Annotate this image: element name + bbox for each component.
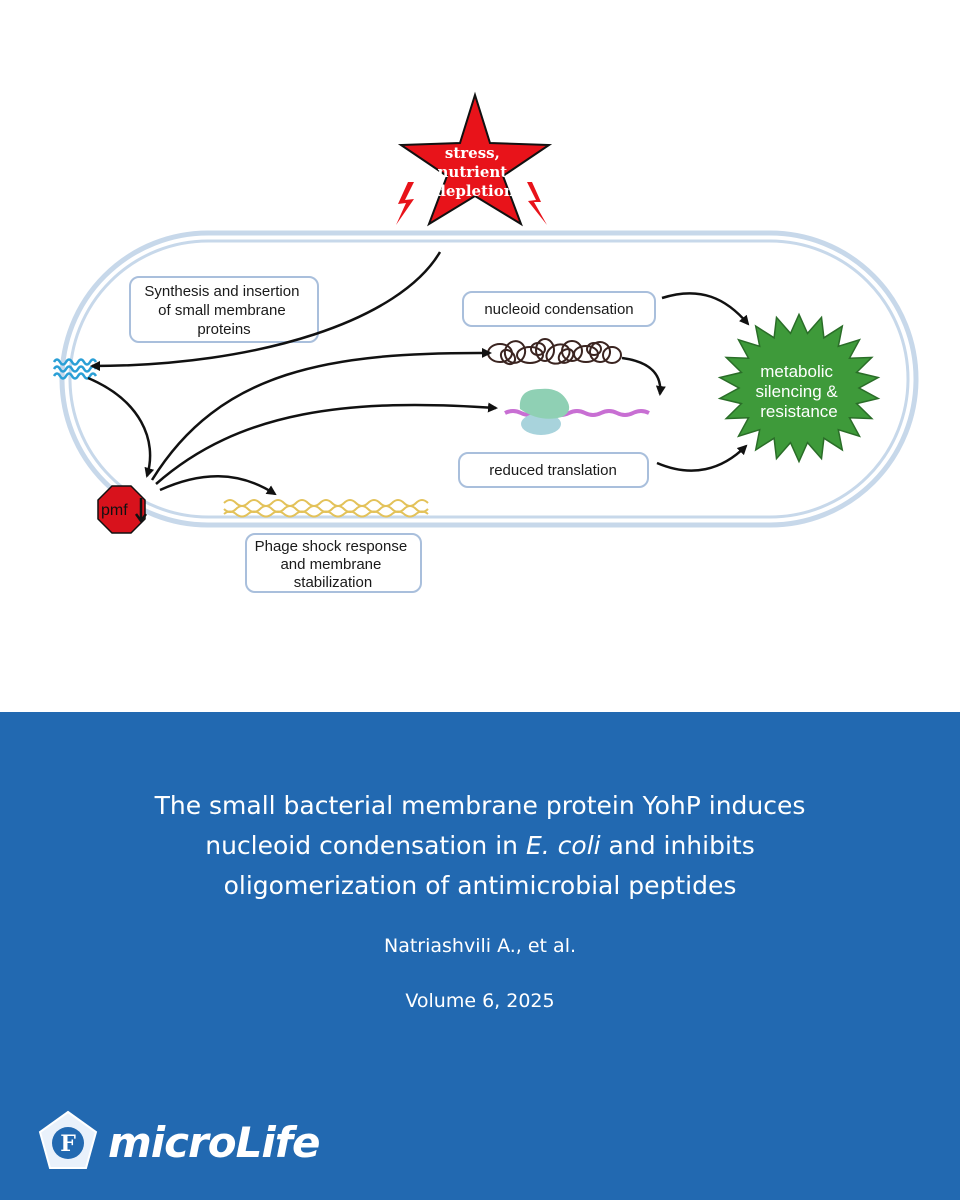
- nucleoid-label: nucleoid condensation: [484, 301, 633, 318]
- arrow-pmf-to-nucleoid: [150, 347, 492, 481]
- arrow-nucleoid-box-to-outcome: [661, 292, 750, 326]
- title-line2-pre: nucleoid condensation in: [205, 831, 526, 860]
- stress-label-line2: nutrient: [438, 163, 508, 181]
- stress-star: stress, nutrient depletion: [397, 91, 553, 227]
- article-banner: [0, 712, 960, 1200]
- arrow-pmf-to-ribosome: [155, 402, 498, 485]
- synthesis-box: [129, 276, 319, 343]
- synthesis-label-line3: proteins: [197, 321, 250, 338]
- article-authors: Natriashvili A., et al.: [383, 935, 577, 957]
- arrow-translation-to-outcome: [656, 444, 748, 472]
- title-line3: oligomerization of antimicrobial peptide…: [223, 871, 737, 900]
- lightning-right-icon: [527, 182, 547, 225]
- arrow-stress-to-synthesis: [90, 251, 442, 371]
- svg-text:Phage shock response and m: Phage shock response and membrane stabil…: [255, 538, 412, 591]
- title-species: E. coli: [525, 831, 601, 860]
- outcome-label-line1: metabolic: [760, 362, 833, 381]
- translation-box: [458, 452, 649, 488]
- svg-text:Synthesis and insertion of: Synthesis and insertion of small membran…: [144, 283, 303, 338]
- lightning-left-icon: [396, 182, 414, 225]
- title-line2-post: and inhibits: [600, 831, 755, 860]
- arrow-pmf-to-fibers: [159, 475, 277, 496]
- stress-label-line3: depletion: [435, 182, 514, 200]
- synthesis-label-line2: of small membrane: [158, 302, 286, 319]
- pmf-label: pmf: [101, 502, 128, 519]
- outcome-label-line2: silencing &: [756, 382, 839, 401]
- small-protein-icon: [52, 358, 98, 380]
- pmf-octagon: pmf: [97, 485, 148, 534]
- article-volume: Volume 6, 2025: [405, 990, 555, 1012]
- microlife-logo: F microLife: [36, 1108, 456, 1178]
- outcome-label-line3: resistance: [760, 402, 837, 421]
- stress-label-line1: stress,: [445, 144, 500, 162]
- membrane-fibers-icon: [223, 499, 429, 518]
- phage-label-line2: and membrane: [280, 556, 381, 573]
- nucleoid-box: [462, 291, 656, 327]
- outcome-starburst: metabolic silencing & resistance: [717, 312, 881, 464]
- journal-emblem-icon: F: [38, 1110, 98, 1169]
- phage-label-line1: Phage shock response: [255, 538, 408, 555]
- down-arrow-icon: [134, 498, 148, 524]
- title-line1: The small bacterial membrane protein Yoh…: [154, 791, 806, 820]
- svg-text:metabolic silencing &: metabolic silencing & resistance: [756, 362, 843, 421]
- graphical-abstract: stress, nutrient depletion Synthesis and…: [52, 91, 919, 593]
- phage-box: [245, 533, 422, 593]
- journal-name: microLife: [108, 1118, 321, 1167]
- translation-label: reduced translation: [489, 462, 617, 479]
- nucleoid-dna-icon: [487, 338, 622, 366]
- phage-label-line3: stabilization: [294, 574, 372, 591]
- svg-text:stress, nutrient d: stress, nutrient depletion: [435, 144, 514, 200]
- diagram-svg: stress, nutrient depletion Synthesis and…: [52, 91, 919, 593]
- cell-membrane-inner: [68, 239, 910, 519]
- logo-letter: F: [60, 1131, 76, 1157]
- synthesis-label-line1: Synthesis and insertion: [144, 283, 299, 300]
- arrow-protein-to-pmf: [87, 376, 155, 478]
- ribosome-icon: [504, 388, 650, 435]
- arrow-nucleoid-to-ribosome: [621, 356, 666, 396]
- article-title: The small bacterial membrane protein Yoh…: [60, 786, 900, 906]
